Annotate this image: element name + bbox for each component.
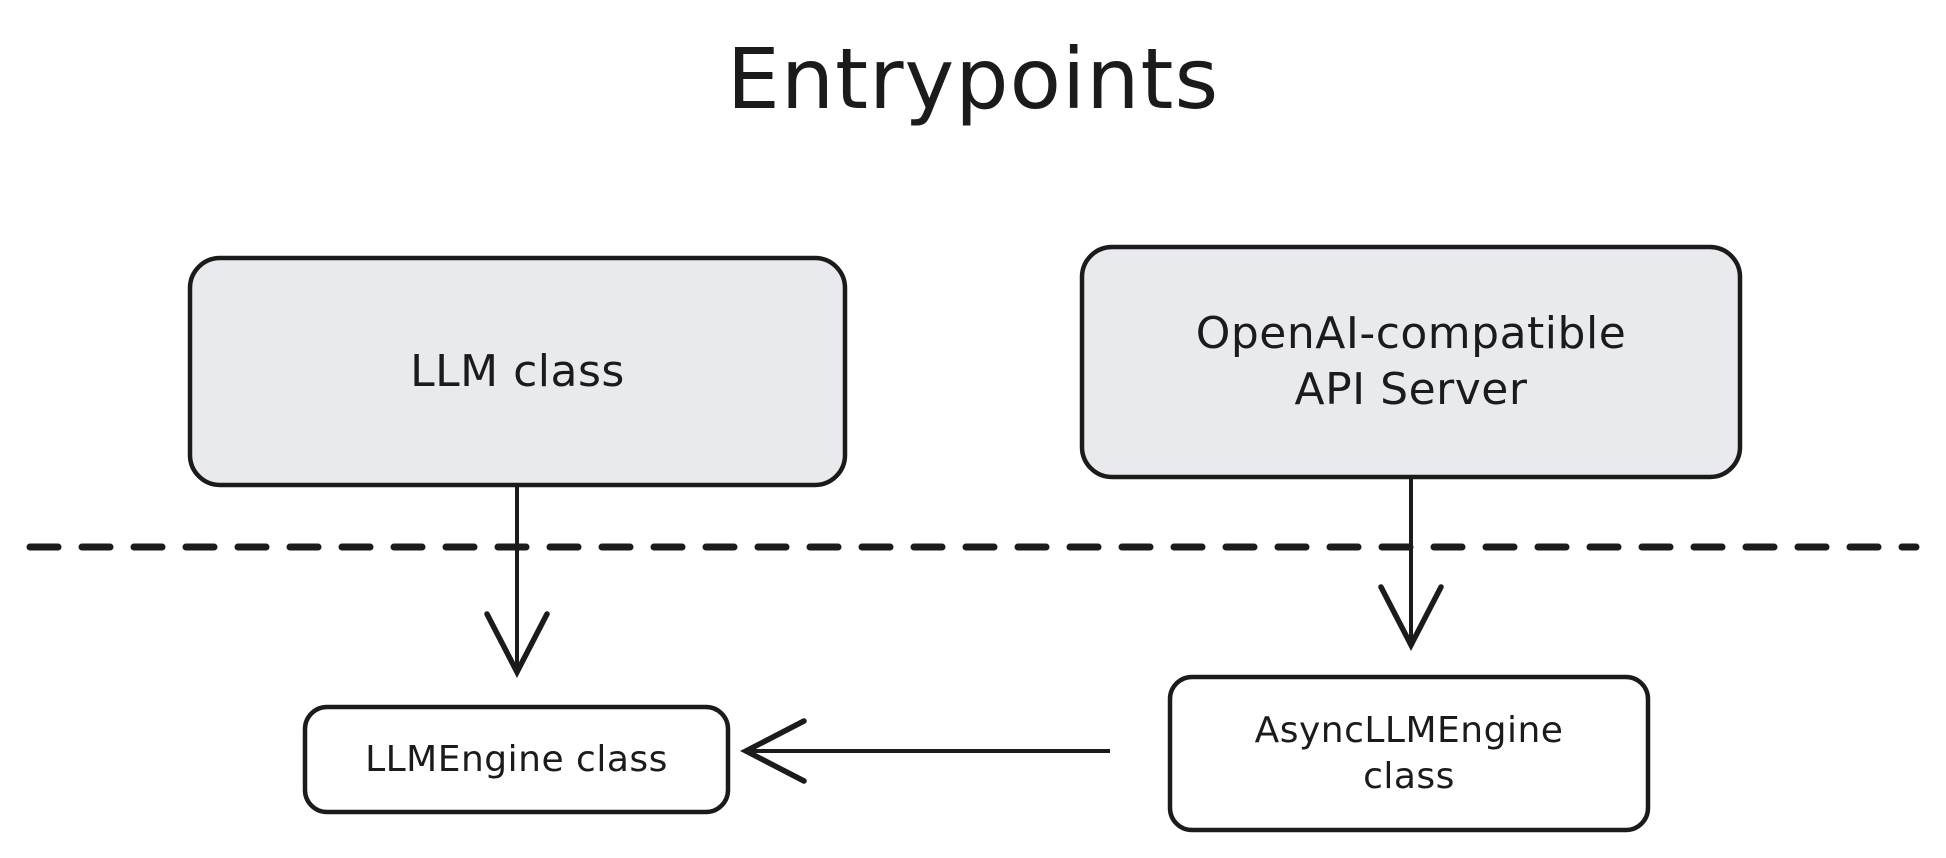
edge-asyncllmengine-to-llmengine [740,718,1110,784]
node-box-llmengine-class[interactable] [302,704,731,815]
diagram-title: Entrypoints [726,30,1220,128]
edge-arrowhead [1378,584,1444,651]
edge-llm-to-llmengine [484,487,550,678]
edge-apiserver-to-asyncllmengine [1378,479,1444,651]
node-box-llm-class[interactable] [187,255,848,488]
edge-arrowhead [740,718,807,784]
node-box-asyncllmengine-class[interactable] [1167,674,1651,833]
edge-arrowhead [484,611,550,678]
node-box-openai-api-server[interactable] [1079,244,1743,480]
